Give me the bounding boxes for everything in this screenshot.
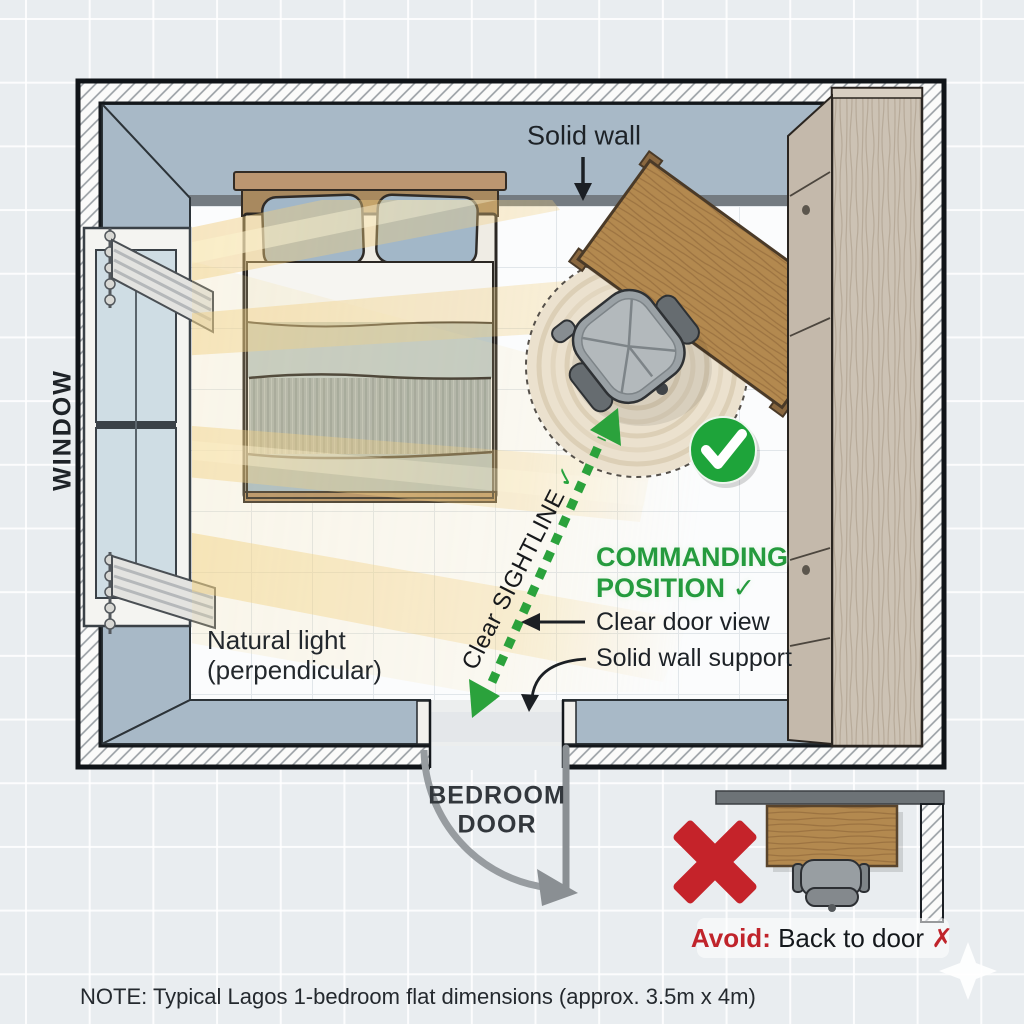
check-circle-icon <box>689 416 760 488</box>
office-chair <box>551 288 712 426</box>
inset-wall-top <box>715 790 945 805</box>
avoid-cross-mark: ✗ <box>931 923 954 954</box>
curtain-top <box>104 228 214 334</box>
avoid-inset <box>673 790 997 1000</box>
clear-door-view-arrow <box>521 613 585 631</box>
door-swing <box>420 744 578 906</box>
solid-wall-arrow <box>574 157 592 201</box>
inset-chair <box>792 859 870 912</box>
avoid-label: Avoid: Back to door ✗ <box>690 923 954 954</box>
sightline-arrow <box>469 408 621 718</box>
avoid-text: Back to door <box>770 923 932 954</box>
inset-desk <box>765 804 899 868</box>
clear-door-view-label: Clear door view <box>596 608 770 636</box>
solid-wall-support-label: Solid wall support <box>596 644 792 672</box>
avoid-word: Avoid: <box>690 923 771 954</box>
bedroom-door-label: BEDROOM DOOR <box>428 781 566 838</box>
commanding-position-label: COMMANDING POSITION ✓ <box>596 542 788 604</box>
bed-headboard <box>233 171 507 191</box>
solid-wall-support-arrow <box>521 657 587 712</box>
curtain-bottom <box>104 552 216 634</box>
sparkle-icon <box>939 942 997 1000</box>
window-label: WINDOW <box>48 369 77 491</box>
wardrobe <box>787 86 924 748</box>
light-rays <box>192 200 700 692</box>
red-cross-icon <box>673 820 757 904</box>
solid-wall-label: Solid wall <box>526 120 642 151</box>
wardrobe-handle-top <box>802 205 810 215</box>
door-opening <box>416 700 577 770</box>
window <box>82 226 216 634</box>
natural-light-label: Natural light (perpendicular) <box>207 625 382 685</box>
inset-wall-right <box>920 803 944 923</box>
dimensions-note: NOTE: Typical Lagos 1-bedroom flat dimen… <box>80 984 756 1009</box>
wardrobe-handle-bottom <box>802 565 810 575</box>
